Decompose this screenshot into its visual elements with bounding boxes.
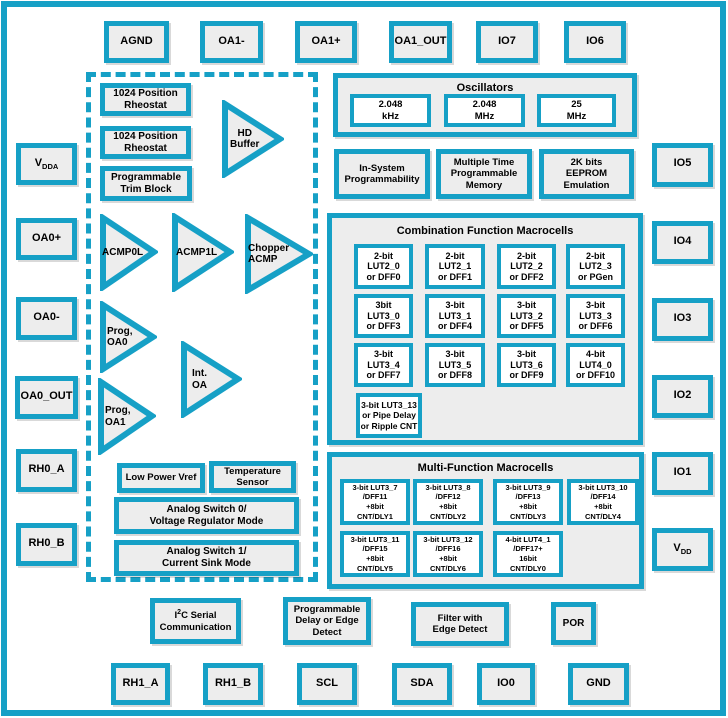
pin-io7: IO7 [476, 21, 538, 63]
pin-io1: IO1 [652, 452, 713, 495]
triangle-icon [100, 301, 157, 373]
pin-io4: IO4 [652, 221, 713, 264]
triangle-icon [245, 214, 313, 294]
pin-io6: IO6 [564, 21, 626, 63]
pin-io3: IO3 [652, 298, 713, 341]
cell-lut2-1: 2-bit LUT2_1 or DFF1 [425, 244, 485, 289]
pin-vdda: VDDA [16, 143, 77, 185]
pin-io5: IO5 [652, 143, 713, 187]
block-analog-switch-1: Analog Switch 1/ Current Sink Mode [114, 540, 299, 576]
cell-lut2-3: 2-bit LUT2_3 or PGen [566, 244, 625, 289]
block-eeprom-emulation: 2K bits EEPROM Emulation [539, 149, 634, 199]
analog-section-dashed-border [86, 72, 318, 582]
triangle-acmp0l: ACMP0L [100, 214, 158, 291]
triangle-hd-buffer: HD Buffer [222, 100, 284, 178]
pin-io2: IO2 [652, 375, 713, 418]
pin-label-sub: DD [680, 547, 692, 557]
mf-cell-lut3-11: 3-bit LUT3_11 /DFF15 +8bit CNT/DLY5 [340, 531, 410, 577]
pin-vdd: VDD [652, 528, 713, 571]
triangle-prog-oa1: Prog, OA1 [98, 378, 156, 455]
triangle-label: ACMP0L [102, 246, 144, 258]
pin-scl: SCL [297, 663, 357, 705]
cell-lut3-6: 3-bit LUT3_6 or DFF9 [497, 343, 556, 387]
cell-lut3-5: 3-bit LUT3_5 or DFF8 [425, 343, 485, 387]
osc-2048-mhz: 2.048 MHz [444, 94, 525, 127]
triangle-prog-oa0: Prog, OA0 [100, 301, 157, 373]
triangle-label: ACMP1L [176, 246, 218, 258]
pin-oa0-out: OA0_OUT [15, 376, 78, 419]
block-analog-switch-0: Analog Switch 0/ Voltage Regulator Mode [114, 497, 299, 534]
pin-oa0-minus: OA0- [16, 297, 77, 340]
cell-lut2-2: 2-bit LUT2_2 or DFF2 [497, 244, 556, 289]
mf-cell-lut3-8: 3-bit LUT3_8 /DFF12 +8bit CNT/DLY2 [413, 479, 483, 525]
block-rheostat-1: 1024 Position Rheostat [100, 83, 191, 116]
block-rheostat-2: 1024 Position Rheostat [100, 126, 191, 159]
triangle-icon [100, 214, 158, 291]
pin-sda: SDA [392, 663, 452, 705]
triangle-icon [222, 100, 284, 178]
pin-oa1-minus: OA1- [200, 21, 263, 63]
pin-agnd: AGND [104, 21, 169, 63]
triangle-chopper-acmp: Chopper ACMP [245, 214, 313, 294]
i2c-label-line1: I2C Serial [174, 609, 217, 622]
pin-oa0-plus: OA0+ [16, 218, 77, 260]
osc-25-mhz: 25 MHz [537, 94, 616, 127]
mf-cell-lut3-12: 3-bit LUT3_12 /DFF16 +8bit CNT/DLY6 [413, 531, 483, 577]
pin-label: V [34, 157, 43, 169]
pin-oa1-out: OA1_OUT [389, 21, 452, 63]
pin-io0: IO0 [477, 663, 535, 705]
block-in-system-programmability: In-System Programmability [334, 149, 430, 199]
triangle-label: Prog, OA0 [107, 325, 133, 348]
mf-cell-lut3-10: 3-bit LUT3_10 /DFF14 +8bit CNT/DLY4 [567, 479, 639, 525]
mf-cell-lut3-7: 3-bit LUT3_7 /DFF11 +8bit CNT/DLY1 [340, 479, 410, 525]
section-multifunction-macrocells: Multi-Function Macrocells 3-bit LUT3_7 /… [327, 452, 644, 589]
triangle-label: Chopper ACMP [248, 242, 290, 265]
mf-cell-lut4-1: 4-bit LUT4_1 /DFF17+ 16bit CNT/DLY0 [493, 531, 563, 577]
triangle-icon [181, 341, 242, 418]
block-i2c-serial-communication: I2C Serial Communication [150, 598, 241, 644]
block-multiple-time-programmable-memory: Multiple Time Programmable Memory [436, 149, 532, 199]
pin-rh0-b: RH0_B [16, 523, 77, 566]
pin-gnd: GND [568, 663, 629, 705]
osc-2048-khz: 2.048 kHz [350, 94, 431, 127]
mf-cell-lut3-9: 3-bit LUT3_9 /DFF13 +8bit CNT/DLY3 [493, 479, 563, 525]
section-title: Combination Function Macrocells [396, 225, 574, 237]
pin-rh0-a: RH0_A [16, 449, 77, 492]
pin-label: V [673, 542, 681, 554]
cell-lut3-2: 3-bit LUT3_2 or DFF5 [497, 294, 556, 338]
block-temperature-sensor: Temperature Sensor [209, 461, 296, 493]
block-filter-edge-detect: Filter with Edge Detect [411, 602, 509, 646]
triangle-acmp1l: ACMP1L [172, 213, 234, 292]
triangle-label: Prog, OA1 [105, 405, 131, 428]
section-title: Multi-Function Macrocells [417, 462, 554, 474]
section-combination-macrocells: Combination Function Macrocells 2-bit LU… [327, 213, 643, 445]
block-programmable-trim: Programmable Trim Block [100, 166, 192, 201]
pin-rh1-a: RH1_A [111, 663, 170, 705]
block-por: POR [551, 602, 596, 645]
cell-lut3-4: 3-bit LUT3_4 or DFF7 [354, 343, 413, 387]
cell-lut3-13: 3-bit LUT3_13 or Pipe Delay or Ripple CN… [356, 393, 422, 438]
triangle-int-oa: Int. OA [181, 341, 242, 418]
cell-lut3-3: 3-bit LUT3_3 or DFF6 [566, 294, 625, 338]
triangle-label: Int. OA [192, 368, 207, 391]
cell-lut3-0: 3bit LUT3_0 or DFF3 [354, 294, 413, 338]
cell-lut2-0: 2-bit LUT2_0 or DFF0 [354, 244, 413, 289]
block-programmable-delay-edge-detect: Programmable Delay or Edge Detect [283, 597, 371, 645]
cell-lut4-0: 4-bit LUT4_0 or DFF10 [566, 343, 625, 387]
i2c-label-line2: Communication [159, 621, 232, 633]
section-oscillators: Oscillators 2.048 kHz 2.048 MHz 25 MHz [333, 73, 637, 137]
pin-oa1-plus: OA1+ [295, 21, 357, 63]
cell-lut3-1: 3-bit LUT3_1 or DFF4 [425, 294, 485, 338]
pin-rh1-b: RH1_B [203, 663, 263, 705]
block-low-power-vref: Low Power Vref [117, 463, 205, 493]
pin-label-sub: DDA [42, 162, 59, 172]
section-title: Oscillators [456, 82, 514, 94]
triangle-icon [172, 213, 234, 292]
triangle-icon [98, 378, 156, 455]
triangle-label: HD Buffer [230, 127, 260, 150]
